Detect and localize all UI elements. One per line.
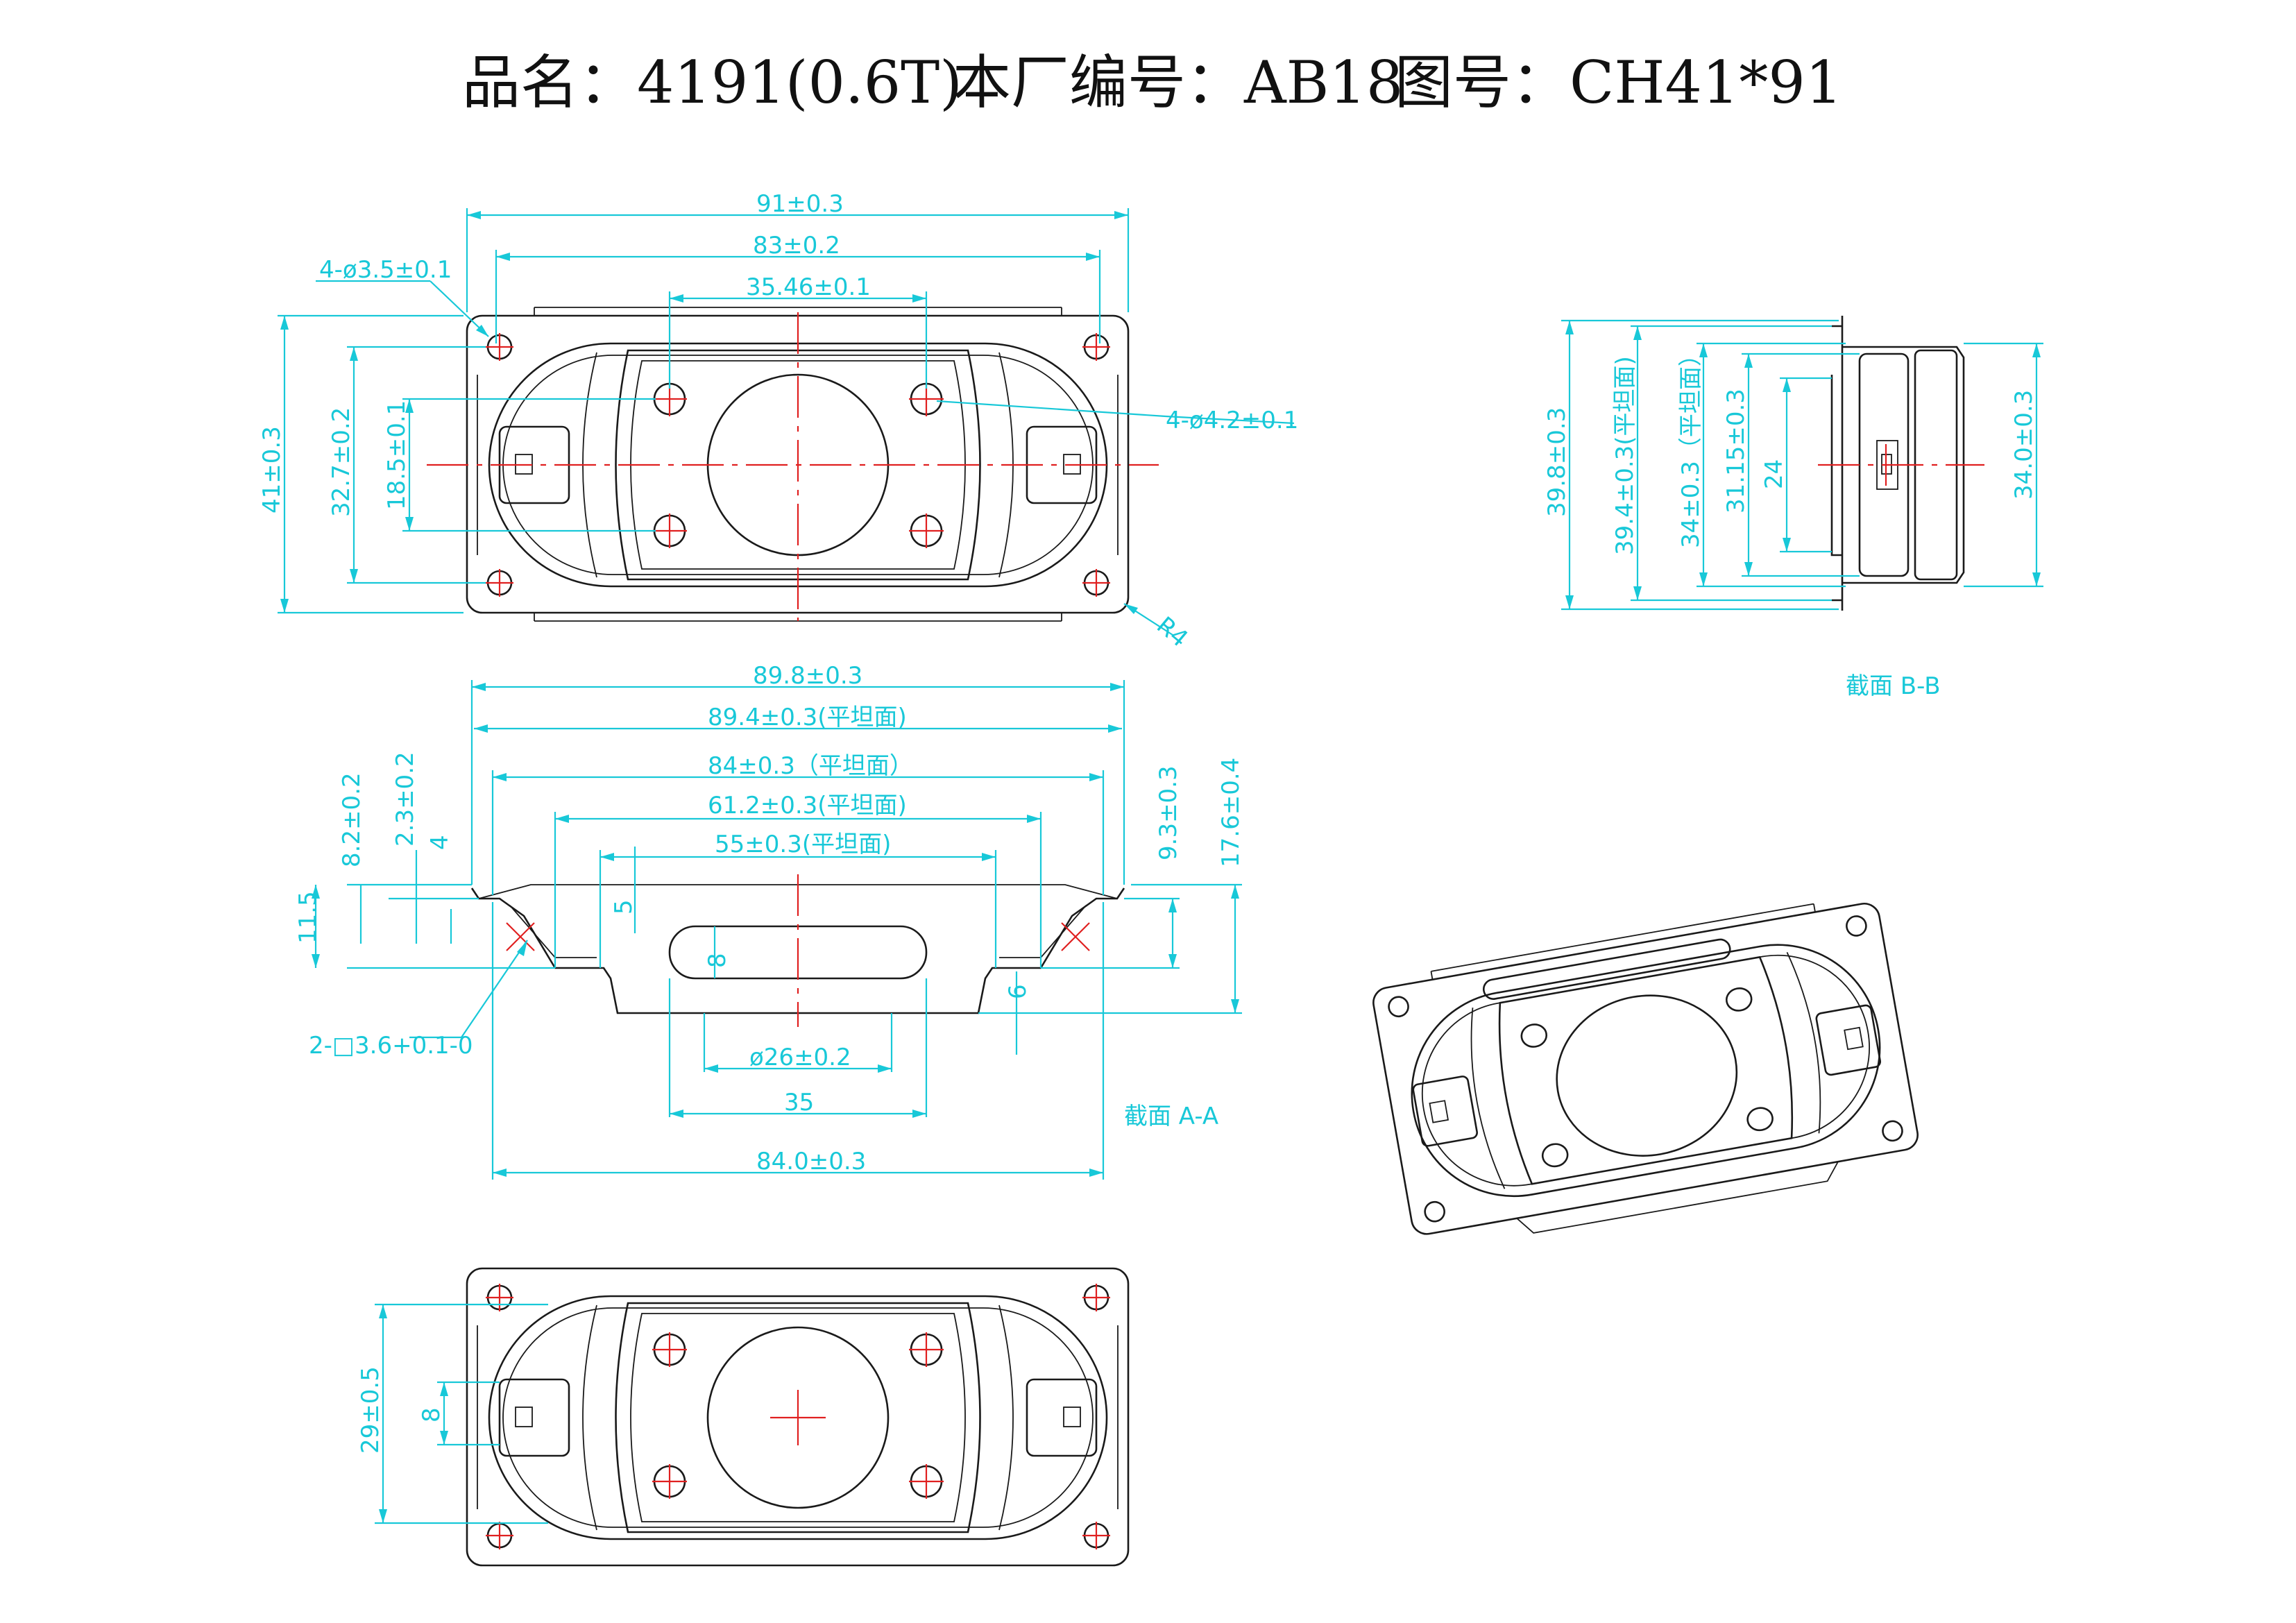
dim-aa-h-8-2: 8.2±0.2	[338, 772, 366, 867]
bottom-view: 29±0.5 8	[357, 1267, 1130, 1567]
dim-aa-w1: 89.8±0.3	[753, 662, 862, 690]
dim-corner-holes: 4-ø3.5±0.1	[319, 256, 452, 284]
drawing-title: 品名：4191(0.6T) 本厂编号：AB18 图号：CH41*91	[0, 36, 2296, 119]
top-view: 91±0.3 83±0.2 35.46±0.1 4-ø3.5±0.1 4-ø4.…	[258, 190, 1298, 653]
dim-aa-w2: 89.4±0.3(平坦面)	[708, 704, 907, 731]
section-aa-view: 89.8±0.3 89.4±0.3(平坦面) 84±0.3（平坦面） 61.2±…	[294, 662, 1245, 1180]
dim-bottom-h-8: 8	[418, 1407, 445, 1422]
dim-aa-w5: 55±0.3(平坦面)	[715, 831, 891, 858]
dim-width-inner: 83±0.2	[753, 232, 840, 260]
dim-aa-w4: 61.2±0.3(平坦面)	[708, 792, 907, 819]
dim-aa-magnet-dia: ø26±0.2	[749, 1044, 851, 1071]
dim-bb-h1: 39.8±0.3	[1543, 407, 1571, 517]
dim-center-holes: 4-ø4.2±0.1	[1166, 407, 1298, 434]
dim-bb-h6: 34.0±0.3	[2010, 390, 2038, 500]
dim-width-overall: 91±0.3	[756, 190, 844, 218]
dim-height-overall: 41±0.3	[258, 426, 286, 513]
drawing-number: 图号：CH41*91	[1395, 49, 1843, 117]
dim-bb-h5: 24	[1760, 459, 1788, 489]
dim-aa-h-17-6: 17.6±0.4	[1217, 758, 1245, 867]
dim-hole-pitch-y: 32.7±0.2	[328, 407, 355, 517]
dim-bb-h2: 39.4±0.3(平坦面)	[1611, 356, 1639, 555]
factory-number: 本厂编号：AB18	[953, 49, 1404, 117]
dim-aa-h-6: 6	[1004, 984, 1032, 999]
dim-bottom-h-29: 29±0.5	[357, 1366, 384, 1454]
dim-aa-terminal: 2-□3.6+0.1-0	[309, 1032, 473, 1060]
dim-screw-pitch-y: 18.5±0.1	[383, 400, 411, 510]
dim-aa-w3: 84±0.3（平坦面）	[708, 752, 913, 780]
isometric-view	[1372, 902, 1919, 1235]
dim-aa-h-4: 4	[426, 835, 454, 850]
dim-aa-h-11-5: 11.5	[294, 891, 322, 944]
dim-aa-w-35: 35	[784, 1089, 814, 1116]
product-name: 品名：4191(0.6T)	[462, 49, 962, 117]
dim-aa-h-2-3: 2.3±0.2	[391, 751, 419, 847]
dim-radius: R4	[1151, 611, 1193, 653]
section-bb-view: 39.8±0.3 39.4±0.3(平坦面) 34±0.3（平坦面） 31.15…	[1543, 316, 2043, 700]
section-aa-label: 截面 A-A	[1124, 1103, 1218, 1130]
dim-bb-h3: 34±0.3（平坦面）	[1677, 343, 1705, 548]
dim-aa-h-8: 8	[704, 953, 731, 968]
dim-screw-pitch-x: 35.46±0.1	[746, 273, 871, 301]
dim-aa-h-5: 5	[610, 899, 638, 915]
section-bb-label: 截面 B-B	[1846, 672, 1941, 700]
dim-aa-h-9-3: 9.3±0.3	[1155, 765, 1182, 860]
dim-bb-h4: 31.15±0.3	[1722, 389, 1750, 513]
dim-aa-w-84: 84.0±0.3	[756, 1148, 866, 1175]
